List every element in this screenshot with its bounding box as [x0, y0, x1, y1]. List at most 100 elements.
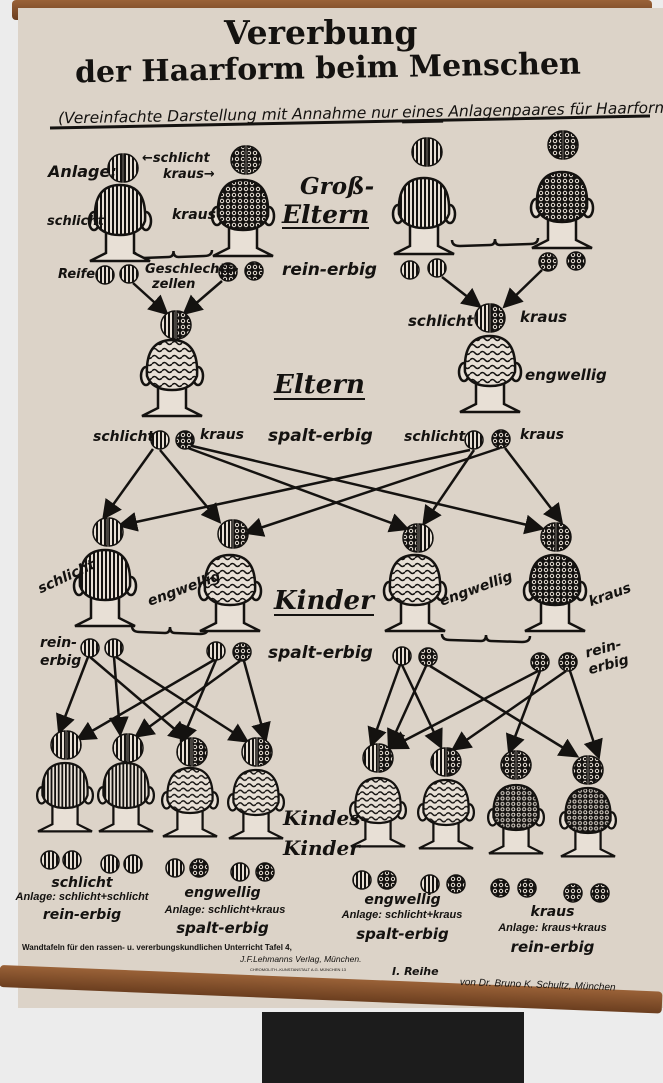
label-erbig-left: erbig: [40, 653, 82, 669]
allele-pair-straight-curly: [241, 737, 273, 767]
gamete-circle-curly: [538, 252, 558, 272]
allele-pair-straight-straight: [107, 153, 139, 183]
gen-eltern-type: spalt-erbig: [268, 426, 373, 446]
curly-hair-head: [529, 170, 595, 250]
label-kraus-r-gp: kraus: [520, 308, 568, 326]
inheritance-arrow: [132, 282, 169, 316]
allele-right: [128, 733, 144, 763]
hair: [463, 334, 517, 388]
allele-right: [233, 519, 249, 549]
inheritance-arrow: [441, 276, 482, 309]
wavy-hair-head: [139, 338, 205, 418]
allele-left: [500, 750, 516, 780]
allele-pair-curly-curly: [547, 130, 579, 160]
curly-hair-head: [558, 786, 618, 858]
hair: [535, 170, 589, 224]
pairing-brace: [450, 237, 540, 248]
gamete-circle-curly: [377, 870, 397, 890]
title-underline: [49, 114, 651, 130]
hair: [564, 786, 612, 835]
gamete-circle-straight: [80, 638, 100, 658]
allele-left: [540, 522, 556, 552]
allele-left: [362, 743, 378, 773]
hair: [78, 548, 132, 602]
gamete-circle-curly: [175, 430, 195, 450]
label-zellen: zellen: [152, 277, 196, 292]
allele-pair-straight-straight: [112, 733, 144, 763]
summary-1-type: rein-erbig: [42, 907, 122, 923]
hair: [354, 776, 402, 825]
allele-pair-curly-curly: [572, 755, 604, 785]
allele-pair-curly-straight: [402, 523, 434, 553]
gamete-circle-curly: [255, 862, 275, 882]
wavy-hair-head: [416, 778, 476, 850]
hair: [166, 766, 214, 815]
gamete-circle-straight: [206, 641, 226, 661]
inheritance-arrow: [108, 656, 129, 737]
allele-pair-straight-straight: [92, 517, 124, 547]
inheritance-arrow: [502, 269, 543, 309]
pairing-brace: [133, 249, 214, 260]
gamete-circle-curly: [566, 251, 586, 271]
gamete-circle-straight: [352, 870, 372, 890]
allele-right: [588, 755, 604, 785]
inheritance-arrow: [178, 659, 218, 745]
gamete-circle-curly: [244, 261, 264, 281]
hair: [232, 768, 280, 817]
allele-pair-curly-curly: [230, 145, 262, 175]
summary-3-type: spalt-erbig: [356, 925, 449, 943]
allele-pair-straight-straight: [411, 137, 443, 167]
summary-3-hair: engwellig: [364, 892, 441, 908]
gamete-circle-straight: [464, 430, 484, 450]
allele-left: [217, 519, 233, 549]
allele-left: [430, 747, 446, 777]
summary-1-anlage: Anlage: schlicht+schlicht: [15, 891, 149, 903]
allele-pair-straight-curly: [474, 303, 506, 333]
subtitle-emphasis: eines: [401, 102, 444, 124]
allele-left: [547, 130, 563, 160]
inheritance-arrow: [568, 670, 603, 760]
inheritance-arrow: [422, 449, 476, 527]
allele-left: [230, 145, 246, 175]
curly-hair-head: [522, 553, 588, 633]
curly-hair-head: [486, 783, 546, 855]
gamete-circle-curly: [558, 652, 578, 672]
gen-kinder: Kinder: [274, 586, 374, 616]
allele-right: [192, 737, 208, 767]
allele-right: [516, 750, 532, 780]
gamete-circle-straight: [400, 260, 420, 280]
gamete-circle-straight: [119, 264, 139, 284]
allele-right: [176, 310, 192, 340]
inheritance-arrow: [429, 664, 580, 758]
summary-4-type: rein-erbig: [510, 938, 595, 956]
gamete-circle-curly: [563, 883, 583, 903]
allele-left: [402, 523, 418, 553]
label-kraus-p1: kraus: [200, 427, 244, 443]
allele-right: [108, 517, 124, 547]
allele-right: [123, 153, 139, 183]
allele-pair-curly-curly: [540, 522, 572, 552]
subtitle-post: Anlagenpaares für Haarform): [443, 98, 663, 121]
inheritance-arrow: [89, 656, 189, 742]
allele-right: [66, 730, 82, 760]
straight-hair-head: [72, 548, 138, 628]
label-kraus-gp: kraus: [172, 207, 216, 223]
hair: [216, 178, 270, 232]
summary-4-hair: kraus: [530, 904, 575, 920]
gamete-circle-straight: [40, 850, 60, 870]
gen-kinder-type: spalt-erbig: [268, 643, 373, 663]
gamete-circle-curly: [446, 874, 466, 894]
summary-1-hair: schlicht: [51, 875, 113, 891]
hair: [528, 553, 582, 607]
wavy-hair-head: [457, 334, 523, 414]
allele-right: [378, 743, 394, 773]
allele-left: [176, 737, 192, 767]
gen-grosseltern-1: Groß-: [300, 173, 375, 200]
gamete-circle-curly: [517, 878, 537, 898]
label-schlicht-r-gp: schlicht: [408, 312, 474, 330]
gen-eltern: Eltern: [274, 370, 365, 400]
inheritance-arrow: [115, 655, 250, 743]
wavy-hair-head: [348, 776, 408, 848]
inheritance-arrow: [367, 664, 402, 748]
gamete-circle-straight: [230, 862, 250, 882]
